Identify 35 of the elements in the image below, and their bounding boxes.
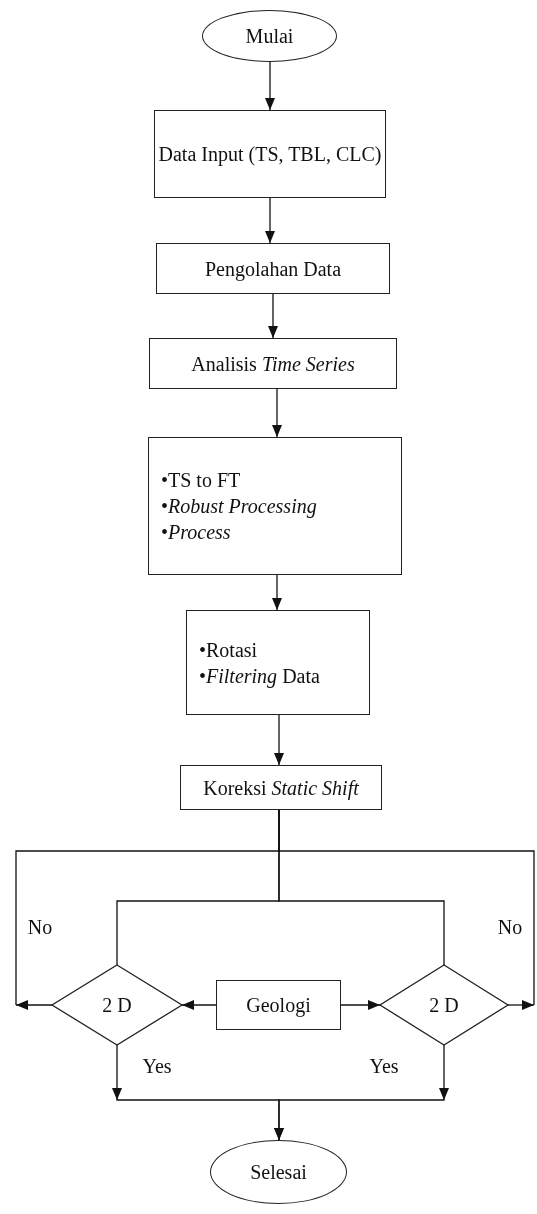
arrow <box>274 714 284 766</box>
node-text: •Process <box>161 520 231 545</box>
arrow <box>15 1000 53 1010</box>
decision-diamond <box>52 965 182 1045</box>
arrow <box>272 388 282 438</box>
process-box <box>216 980 341 1030</box>
node-text: •TS to FT <box>161 468 241 493</box>
decision-diamond <box>380 965 508 1045</box>
process-box <box>186 610 370 715</box>
node-text: 2 D <box>102 993 132 1018</box>
arrow <box>181 1000 217 1010</box>
process-box <box>149 338 397 389</box>
arrow <box>340 1000 381 1010</box>
node-text: •Filtering Data <box>199 663 320 689</box>
node-text: Analisis Time Series <box>191 351 355 377</box>
process-box <box>154 110 386 198</box>
process-box <box>156 243 390 294</box>
arrow <box>272 574 282 611</box>
process-box <box>180 765 382 810</box>
node-text: Mulai <box>245 24 294 49</box>
node-text: Selesai <box>250 1160 307 1185</box>
arrow <box>265 61 275 111</box>
node-text: Koreksi Static Shift <box>203 775 359 801</box>
arrow <box>507 1000 535 1010</box>
node-text: Pengolahan Data <box>204 256 342 282</box>
node-text: Geologi <box>246 993 311 1018</box>
node-text: Data Input (TS, TBL, CLC) <box>158 142 382 167</box>
connector-line <box>278 809 535 1006</box>
process-box <box>148 437 402 575</box>
node-text: 2 D <box>429 993 459 1018</box>
node-text: •Robust Processing <box>161 494 317 519</box>
arrow <box>274 1044 449 1141</box>
arrow <box>268 293 278 339</box>
node-text: •Rotasi <box>199 637 258 663</box>
arrow <box>265 197 275 244</box>
